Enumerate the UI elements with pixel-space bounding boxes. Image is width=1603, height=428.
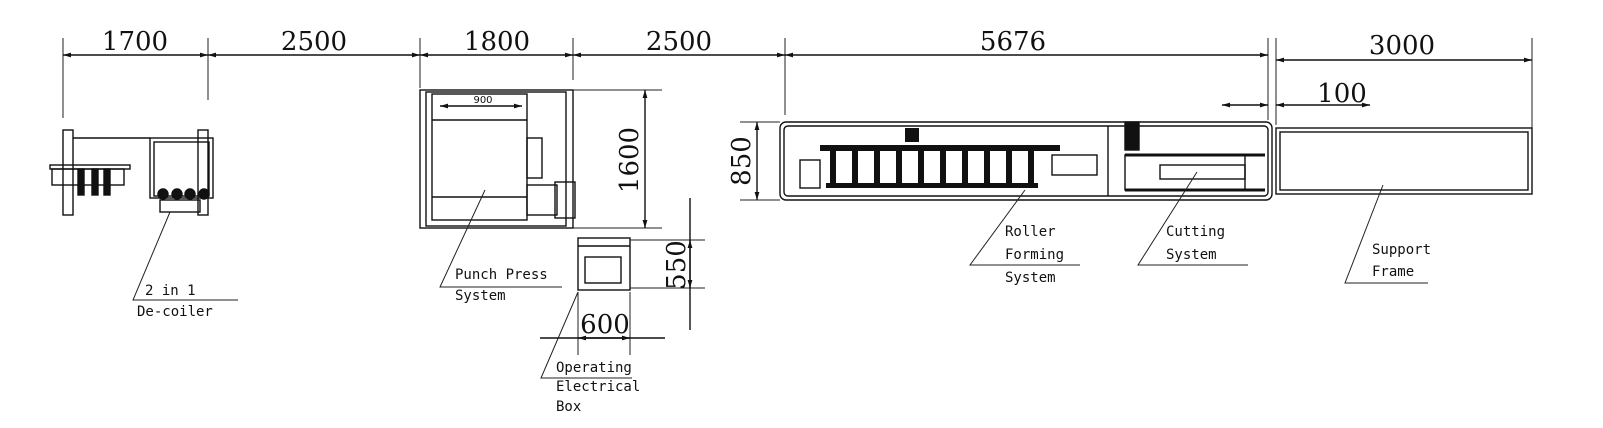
dim-roller-length: 5676 bbox=[980, 27, 1046, 57]
label-punch: Punch Press System bbox=[455, 267, 548, 304]
electrical-box: 550 600 bbox=[540, 198, 705, 355]
svg-text:De-coiler: De-coiler bbox=[137, 304, 213, 320]
dim-punch-inner: 900 bbox=[473, 95, 492, 106]
dim-punch-width: 1600 bbox=[615, 127, 645, 193]
svg-text:Support: Support bbox=[1372, 242, 1431, 258]
dim-gap2: 2500 bbox=[646, 27, 712, 57]
svg-text:Frame: Frame bbox=[1372, 264, 1414, 280]
top-dimension-chain: 1700 2500 1800 2500 5676 3000 100 bbox=[62, 27, 1533, 128]
svg-text:System: System bbox=[455, 288, 506, 304]
label-roller: Roller Forming System bbox=[1005, 224, 1064, 286]
label-support: Support Frame bbox=[1372, 242, 1431, 280]
svg-text:Punch Press: Punch Press bbox=[455, 267, 548, 283]
dim-box-depth: 550 bbox=[662, 240, 692, 290]
dim-gap1: 2500 bbox=[281, 27, 347, 57]
dim-punch-length: 1800 bbox=[464, 27, 530, 57]
dim-box-width: 600 bbox=[580, 310, 630, 340]
support-frame bbox=[1275, 127, 1533, 195]
svg-text:Operating: Operating bbox=[556, 360, 632, 376]
dim-decoiler-length: 1700 bbox=[102, 27, 168, 57]
svg-text:Box: Box bbox=[556, 399, 581, 415]
label-cutting: Cutting System bbox=[1166, 224, 1225, 263]
punch-press: 900 1600 bbox=[419, 89, 662, 229]
roller-stations bbox=[826, 128, 1038, 188]
dim-roller-width: 850 bbox=[727, 136, 757, 186]
dim-support-length: 3000 bbox=[1369, 31, 1435, 61]
svg-text:System: System bbox=[1166, 247, 1217, 263]
svg-text:2 in 1: 2 in 1 bbox=[145, 283, 196, 299]
label-decoiler: 2 in 1 De-coiler bbox=[137, 283, 213, 320]
roller-forming-machine: 850 bbox=[727, 121, 1273, 201]
dim-support-offset: 100 bbox=[1317, 79, 1367, 109]
label-box: Operating Electrical Box bbox=[556, 360, 640, 415]
svg-text:Cutting: Cutting bbox=[1166, 224, 1225, 240]
svg-text:System: System bbox=[1005, 270, 1056, 286]
leader-lines bbox=[132, 171, 1428, 379]
decoiler bbox=[49, 129, 214, 216]
svg-text:Electrical: Electrical bbox=[556, 379, 640, 395]
svg-text:Roller: Roller bbox=[1005, 224, 1056, 240]
svg-text:Forming: Forming bbox=[1005, 247, 1064, 263]
